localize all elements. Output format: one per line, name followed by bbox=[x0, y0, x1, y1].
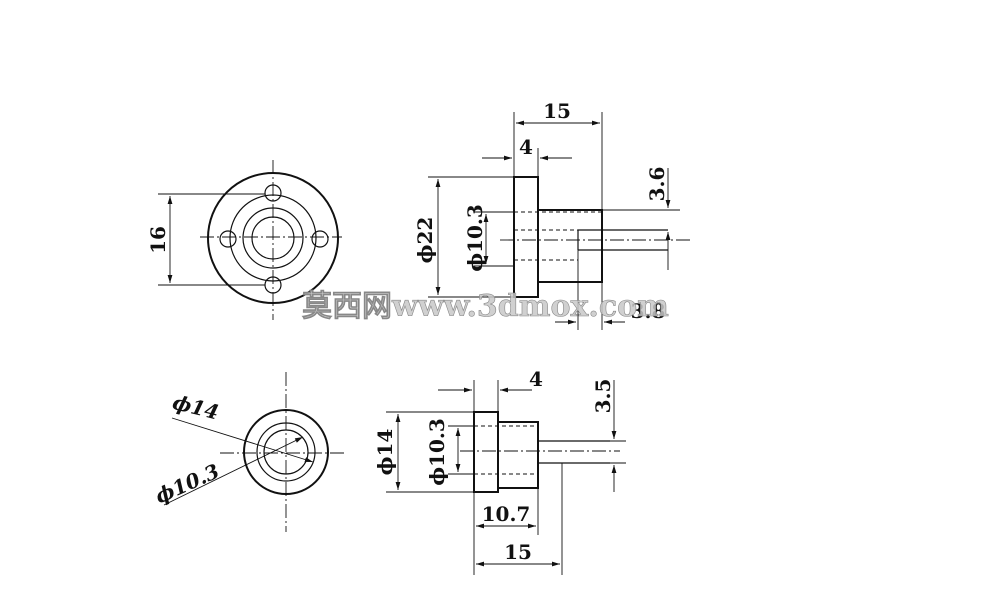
top-side-view: 15 4 ϕ22 ϕ10.3 3.6 3.8 bbox=[413, 99, 690, 330]
mount-hole-left bbox=[219, 230, 237, 248]
sleeve-body-section bbox=[498, 421, 539, 489]
body-section bbox=[538, 209, 603, 283]
dim-3-8: 3.8 bbox=[631, 299, 666, 323]
mount-hole-top bbox=[264, 184, 282, 202]
sleeve-inner-circle bbox=[263, 429, 309, 475]
dim-15-bottom: 15 bbox=[504, 540, 532, 564]
dim-dia-10-3-front: ϕ10.3 bbox=[151, 459, 223, 508]
dim-3-6: 3.6 bbox=[645, 167, 669, 202]
sleeve-mid-circle bbox=[256, 422, 316, 482]
bore-circle bbox=[251, 216, 295, 260]
dim-15-top: 15 bbox=[543, 99, 571, 123]
mount-hole-right bbox=[311, 230, 329, 248]
bottom-front-view: ϕ14 ϕ10.3 bbox=[151, 372, 345, 532]
dim-dia-14-side: ϕ14 bbox=[373, 429, 397, 476]
flange-outer-circle bbox=[207, 172, 339, 304]
dim-dia-14-front: ϕ14 bbox=[170, 390, 221, 425]
body-circle bbox=[242, 207, 304, 269]
top-front-view: 16 bbox=[146, 160, 342, 320]
dim-dia-10-3-top: ϕ10.3 bbox=[463, 204, 487, 272]
dim-dia-22: ϕ22 bbox=[413, 217, 437, 264]
sleeve-shaft bbox=[538, 440, 610, 464]
dim-4-bottom: 4 bbox=[529, 367, 543, 391]
flange-section bbox=[513, 176, 539, 298]
watermark: 莫西网www.3dmox.com bbox=[302, 289, 669, 324]
dim-dia-10-3-side: ϕ10.3 bbox=[425, 418, 449, 486]
bottom-side-view: 4 3.5 ϕ14 ϕ10.3 10.7 15 bbox=[373, 367, 626, 575]
dim-3-5: 3.5 bbox=[591, 379, 615, 414]
bolt-circle bbox=[229, 194, 317, 282]
dim-16: 16 bbox=[146, 226, 170, 254]
sleeve-outer-circle bbox=[243, 409, 329, 495]
dim-4-top: 4 bbox=[519, 135, 533, 159]
dim-10-7: 10.7 bbox=[482, 502, 531, 526]
sleeve-flange-section bbox=[473, 411, 499, 493]
